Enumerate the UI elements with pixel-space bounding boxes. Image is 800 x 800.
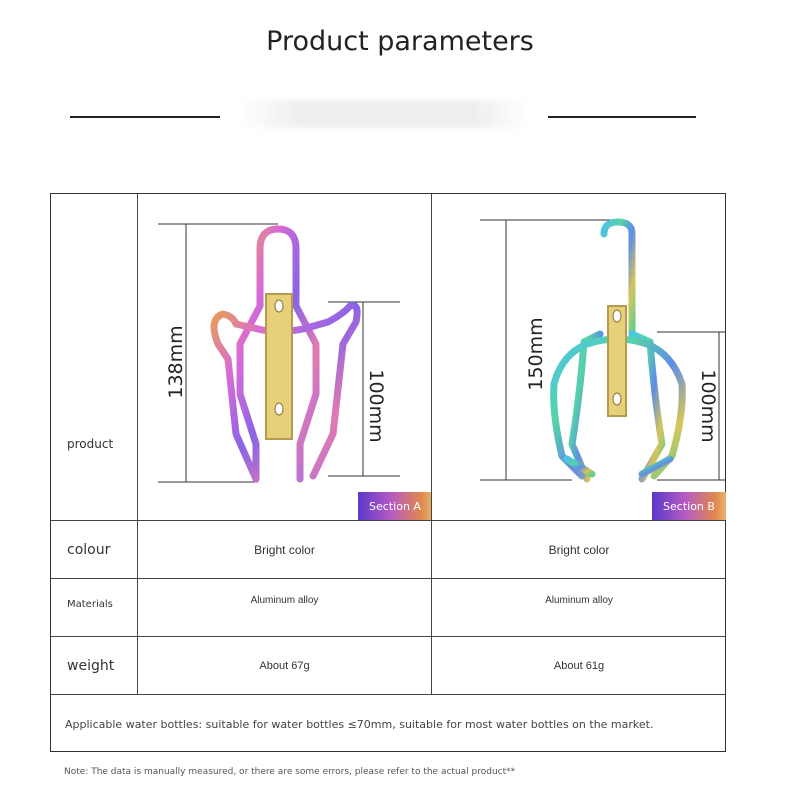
height-dimension-label: 150mm (525, 317, 547, 390)
mount-hole (612, 392, 622, 406)
bottle-cage-b-illustration: 150mm 100mm (480, 218, 726, 483)
mount-hole (612, 309, 622, 323)
section-badge-a: Section A (358, 492, 431, 520)
bottle-cage-b (550, 218, 686, 483)
product-image-b: 150mm 100mm Section B (432, 194, 726, 520)
page-title: Product parameters (266, 26, 534, 57)
row-divider (51, 694, 725, 695)
height-dimension-label: 138mm (165, 325, 187, 398)
row-divider (51, 520, 725, 521)
mount-hole (274, 402, 284, 416)
inner-dimension-label: 100mm (365, 369, 387, 442)
applicable-bottles-text: Applicable water bottles: suitable for w… (65, 718, 654, 731)
colour-value-a: Bright color (254, 542, 315, 557)
mount-plate (607, 305, 627, 417)
column-divider (137, 194, 138, 694)
materials-value-a: Aluminum alloy (250, 595, 319, 606)
mount-hole (274, 299, 284, 313)
weight-value-b: About 61g (553, 659, 605, 672)
weight-value-a: About 67g (259, 659, 310, 672)
section-badge-b: Section B (652, 492, 726, 520)
inner-dimension-label: 100mm (697, 369, 719, 442)
row-divider (51, 578, 725, 579)
row-label-weight: weight (67, 657, 115, 674)
title-rule-right (548, 116, 696, 118)
mount-plate (265, 293, 293, 440)
faded-watermark (240, 100, 530, 128)
parameter-table: product 138mm 100mm (50, 193, 726, 752)
column-divider (431, 194, 432, 694)
row-label-colour: colour (67, 541, 111, 558)
title-rule-left (70, 116, 220, 118)
measurement-note: Note: The data is manually measured, or … (64, 767, 516, 777)
row-label-materials: Materials (67, 599, 113, 610)
materials-value-b: Aluminum alloy (545, 595, 613, 606)
bottle-cage-a-illustration: 138mm 100mm (158, 223, 400, 483)
row-label-product: product (67, 437, 114, 451)
colour-value-b: Bright color (548, 542, 610, 557)
row-divider (51, 636, 725, 637)
product-image-a: 138mm 100mm Section A (138, 194, 431, 520)
